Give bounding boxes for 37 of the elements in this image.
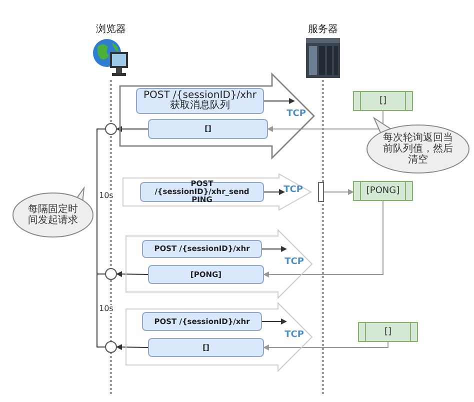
protocol-label: TCP: [286, 109, 306, 119]
arrow: [264, 98, 295, 104]
edge-label: 10s: [99, 192, 114, 200]
timer-bracket-line: [96, 128, 106, 274]
message-queue: []: [358, 322, 418, 342]
arrow: [262, 318, 287, 324]
arrow: [262, 246, 287, 252]
arrow: [116, 271, 148, 278]
protocol-label: TCP: [284, 257, 304, 267]
timer-bracket-line: [96, 274, 106, 348]
message-queue: []: [353, 91, 413, 111]
message-queue: [PONG]: [353, 181, 413, 201]
actor-label: 浏览器: [95, 22, 127, 36]
arrow: [116, 344, 148, 350]
tcp-channel: [120, 74, 314, 158]
activation-bar: [318, 182, 324, 202]
protocol-label: TCP: [284, 330, 304, 340]
arrow: [267, 110, 384, 132]
arrow: [264, 189, 285, 195]
timer-circle: [105, 341, 117, 353]
arrow: [116, 126, 148, 132]
lifeline: [110, 80, 112, 396]
bubble-text: 每隔固定时间发起请求: [27, 204, 79, 226]
arrow: [324, 189, 354, 195]
edge-label: 10s: [99, 305, 114, 313]
tcp-channel: [123, 174, 311, 210]
protocol-label: TCP: [284, 185, 303, 195]
timer-circle: [105, 268, 117, 280]
arrow: [263, 342, 388, 350]
lifeline: [322, 80, 324, 396]
timer-circle: [105, 123, 117, 135]
tcp-channel: [126, 303, 312, 371]
actor-label: 服务器: [307, 23, 339, 36]
tcp-channel: [126, 230, 312, 298]
arrow: [263, 200, 384, 278]
bubble-text: 每次轮询返回当前队列值，然后清空: [382, 132, 454, 166]
request-box: POST /{sessionID}/xhr 获取消息队列: [136, 88, 264, 114]
